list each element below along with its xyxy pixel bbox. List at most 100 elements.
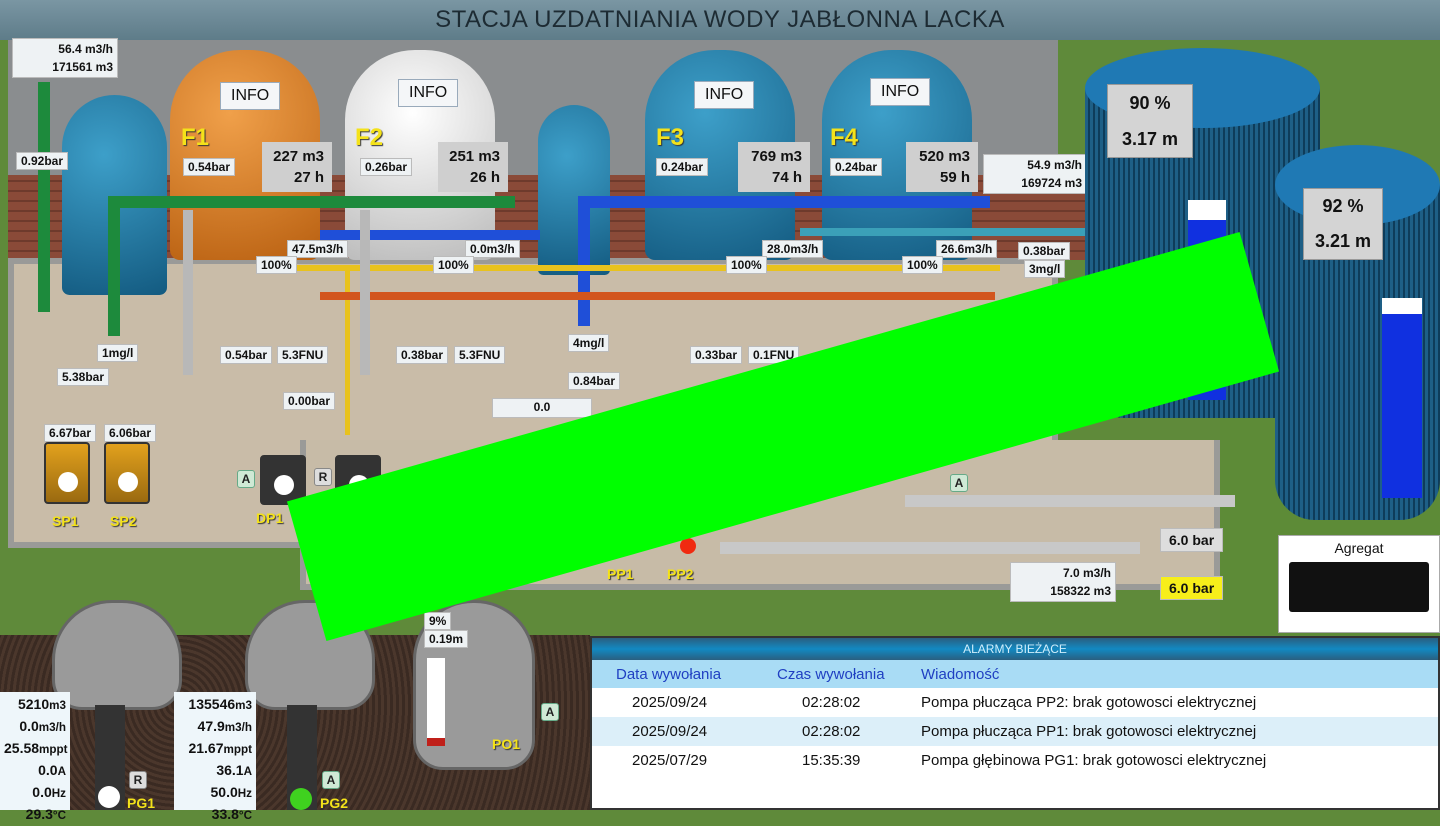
pg2-status-indicator xyxy=(290,788,312,810)
filter-flow-f4: 26.6m3/h xyxy=(936,240,998,258)
alarm-time: 02:28:02 xyxy=(802,694,861,711)
outlet-chlorine: 3mg/l xyxy=(1024,260,1066,278)
pipe-yellow xyxy=(270,265,1000,271)
pipe-green xyxy=(335,196,515,208)
mode-badge-manual[interactable]: R xyxy=(314,468,332,486)
dp1-label: DP1 xyxy=(256,510,284,526)
pipe-teal xyxy=(800,228,1090,236)
alarm-date: 2025/09/24 xyxy=(632,694,708,711)
reservoir-2-level-bar xyxy=(1382,298,1422,498)
hidden-readout: 0.0 xyxy=(492,398,592,418)
pg1-mode-badge[interactable]: R xyxy=(129,771,147,789)
pipe-yellow xyxy=(345,265,350,435)
alarm-row[interactable]: 2025/07/29 15:35:39 Pompa głębinowa PG1: b… xyxy=(592,746,1438,775)
sp2-pressure: 6.06bar xyxy=(104,424,157,442)
filter-label-f1: F1 xyxy=(181,124,210,151)
reservoir-2-readout: 92 %3.21 m xyxy=(1303,188,1383,260)
info-button-f3[interactable]: INFO xyxy=(694,81,755,109)
generator-label: Agregat xyxy=(1334,540,1384,556)
info-button-f1[interactable]: INFO xyxy=(220,82,281,110)
outlet-pressure: 0.38bar xyxy=(1018,242,1071,260)
column-header-message[interactable]: Wiadomość xyxy=(917,660,1438,688)
info-button-f2[interactable]: INFO xyxy=(398,79,459,107)
sp1-pressure: 6.67bar xyxy=(44,424,97,442)
filter-pressure-f1: 0.54bar xyxy=(183,158,236,176)
alarm-row[interactable]: 2025/09/24 02:28:02 Pompa płucząca PP2: br… xyxy=(592,688,1438,717)
pump-sp1[interactable] xyxy=(44,442,90,504)
pipe-green xyxy=(38,82,50,312)
filter-label-f4: F4 xyxy=(830,124,859,151)
filter-flow-f1: 47.5m3/h xyxy=(287,240,349,258)
valve-position-f1: 100% xyxy=(256,256,297,274)
info-button-f4[interactable]: INFO xyxy=(870,78,931,106)
pg1-readout: 5210m3 0.0m3/h 25.58mppt 0.0A 0.0Hz 29.3… xyxy=(0,692,70,822)
dp-pressure: 0.00bar xyxy=(283,392,336,410)
filter-flow-f3: 28.0m3/h xyxy=(762,240,824,258)
filter-out-pressure-f3: 0.33bar xyxy=(690,346,743,364)
pipe-blue xyxy=(580,196,990,208)
alarm-date: 2025/09/24 xyxy=(592,717,757,746)
po1-level-pct: 9% xyxy=(424,612,452,630)
pump-dp1[interactable] xyxy=(260,455,306,505)
column-header-time[interactable]: Czas wywołania xyxy=(757,660,917,688)
pipe-grey xyxy=(183,210,193,375)
po1-mode-badge[interactable]: A xyxy=(541,703,559,721)
generator-icon xyxy=(1289,562,1429,612)
alarm-message: Pompa płucząca PP2: brak gotowosci elekt… xyxy=(921,694,1257,711)
filter-turbidity-f1: 5.3FNU xyxy=(277,346,329,364)
pp-mode-badge[interactable]: A xyxy=(950,474,968,492)
filter-pressure-f2: 0.26bar xyxy=(360,158,413,176)
inlet-chlorine: 1mg/l xyxy=(97,344,139,362)
column-header-date[interactable]: Data wywołania xyxy=(592,660,757,688)
alarm-message: Pompa płucząca PP1: brak gotowosci elekt… xyxy=(917,717,1438,746)
pump-sp2[interactable] xyxy=(104,442,150,504)
generator-panel[interactable]: Agregat xyxy=(1278,535,1440,633)
blower-tank[interactable] xyxy=(538,105,610,275)
filter-out-pressure-f2: 0.38bar xyxy=(396,346,449,364)
pipe-grey xyxy=(720,542,1140,554)
pg2-label: PG2 xyxy=(320,795,349,811)
network-pressure-2: 6.0 bar xyxy=(1160,576,1224,600)
pipe-blue xyxy=(578,196,590,326)
pg2-mode-badge[interactable]: A xyxy=(322,771,340,789)
pg1-label: PG1 xyxy=(127,795,156,811)
page-title: STACJA UZDATNIANIA WODY JABŁONNA LACKA xyxy=(0,0,1440,40)
network-pressure-1: 6.0 bar xyxy=(1160,528,1224,552)
valve-position-f3: 100% xyxy=(726,256,767,274)
valve-position-f2: 100% xyxy=(433,256,474,274)
alarm-panel-title: ALARMY BIEŻĄCE xyxy=(592,638,1438,660)
pp2-fault-indicator xyxy=(680,538,696,554)
filter-label-f2: F2 xyxy=(355,124,384,151)
alarm-message: Pompa głębinowa PG1: brak gotowosci elek… xyxy=(921,752,1267,769)
alarm-time: 15:35:39 xyxy=(802,752,861,769)
well-pg1[interactable] xyxy=(52,600,182,710)
pp2-label: PP2 xyxy=(667,566,694,582)
filter-pressure-f4: 0.24bar xyxy=(830,158,883,176)
pipe-green xyxy=(110,196,335,208)
alarm-date: 2025/07/29 xyxy=(632,752,708,769)
po1-label: PO1 xyxy=(492,736,521,752)
pg1-status-indicator xyxy=(98,786,120,808)
line-pressure: 5.38bar xyxy=(57,368,110,386)
inlet-pressure: 0.92bar xyxy=(16,152,69,170)
mode-badge-auto[interactable]: A xyxy=(237,470,255,488)
pipe-grey xyxy=(360,210,370,375)
po1-level-m: 0.19m xyxy=(424,630,469,648)
alarm-time: 02:28:02 xyxy=(757,717,917,746)
pipe-blue xyxy=(320,230,540,240)
filter-flow-f2: 0.0m3/h xyxy=(465,240,520,258)
po1-level-bar xyxy=(427,658,445,746)
filter-pressure-f3: 0.24bar xyxy=(656,158,709,176)
blower-pressure: 0.84bar xyxy=(568,372,621,390)
pipe-red xyxy=(320,292,995,300)
pipe-grey xyxy=(905,495,1235,507)
sp2-label: SP2 xyxy=(110,513,137,529)
blower-chlorine: 4mg/l xyxy=(568,334,610,352)
